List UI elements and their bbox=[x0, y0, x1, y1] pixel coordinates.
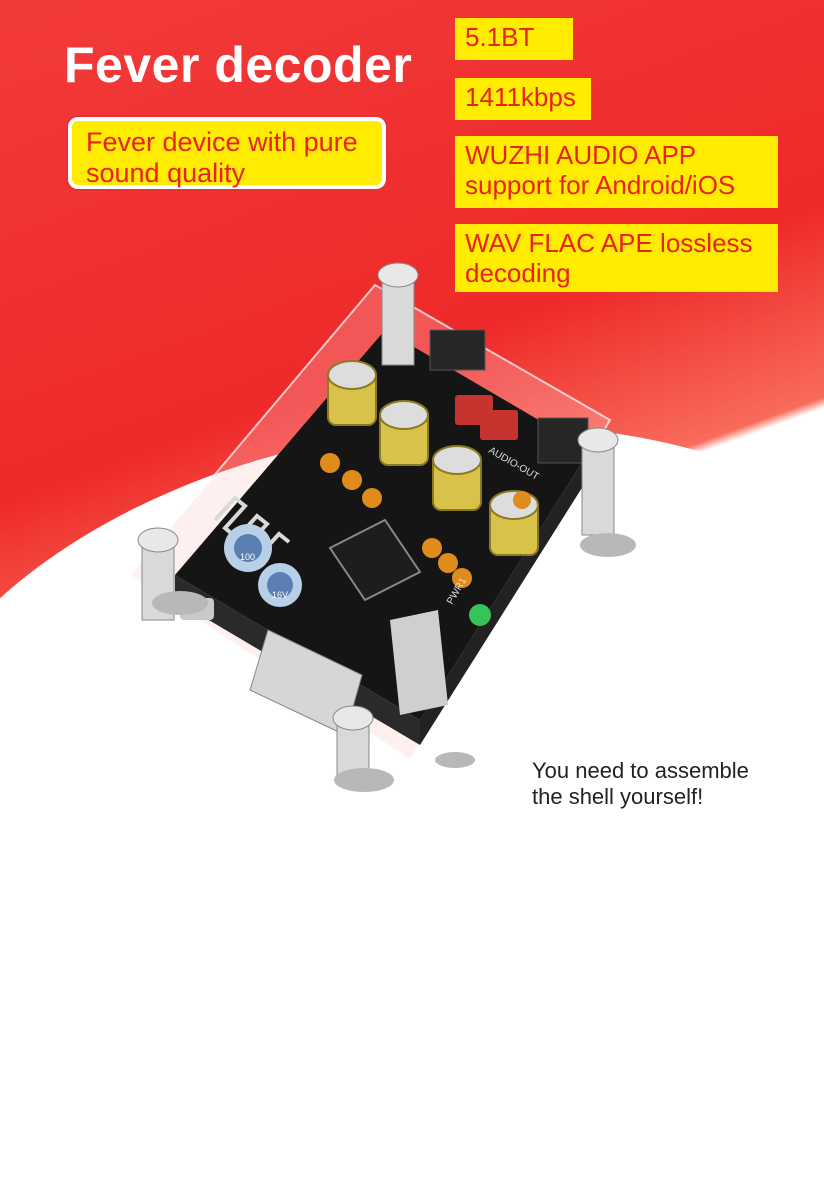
cap-volt: 16V bbox=[272, 590, 288, 600]
tag-bluetooth: 5.1BT bbox=[455, 18, 573, 60]
note-line-2: the shell yourself! bbox=[532, 784, 704, 809]
main-chip bbox=[328, 518, 422, 602]
tag-bluetooth-text: 5.1BT bbox=[465, 22, 535, 52]
standoffs bbox=[137, 262, 636, 792]
audio-jack-1 bbox=[429, 329, 486, 371]
subtitle-line-2: sound quality bbox=[86, 158, 246, 188]
tag-app-line-1: WUZHI AUDIO APP bbox=[465, 140, 697, 170]
blue-capacitor-2: 16V bbox=[258, 563, 302, 607]
subtitle-box: Fever device with pure sound quality bbox=[68, 117, 386, 189]
tag-bitrate-text: 1411kbps bbox=[465, 82, 576, 112]
sd-card-slot bbox=[390, 610, 448, 715]
ceramic-capacitors bbox=[320, 453, 531, 588]
blue-capacitor-1: 100 bbox=[224, 524, 272, 572]
note-line-1: You need to assemble bbox=[532, 758, 749, 783]
tag-lossless-line-2: decoding bbox=[465, 258, 571, 288]
tag-app: WUZHI AUDIO APP support for Android/iOS bbox=[455, 136, 778, 208]
tag-lossless: WAV FLAC APE lossless decoding bbox=[455, 224, 778, 292]
tag-app-line-2: support for Android/iOS bbox=[465, 170, 736, 200]
assembly-note: You need to assemble the shell yourself! bbox=[532, 758, 749, 810]
page-title: Fever decoder bbox=[64, 37, 413, 93]
tag-lossless-line-1: WAV FLAC APE lossless bbox=[465, 228, 753, 258]
decoder-board-illustration: 100 16V AUDIO-OUT PWR1 bbox=[128, 262, 636, 792]
subtitle-line-1: Fever device with pure bbox=[86, 127, 358, 157]
film-capacitors bbox=[455, 395, 518, 440]
cap-label: 100 bbox=[240, 552, 255, 562]
pcb-edge-right bbox=[420, 450, 590, 745]
power-led bbox=[469, 604, 491, 626]
tag-bitrate: 1411kbps bbox=[455, 78, 591, 120]
